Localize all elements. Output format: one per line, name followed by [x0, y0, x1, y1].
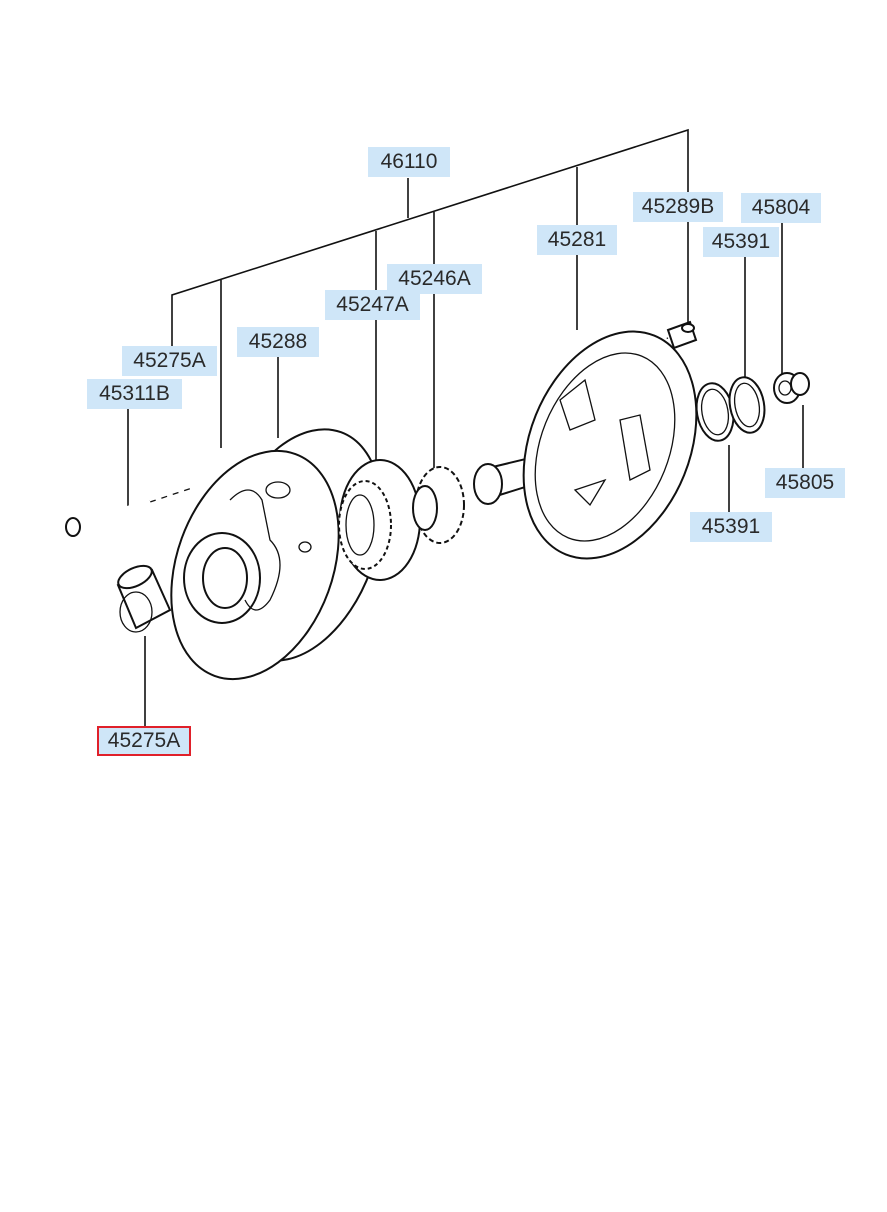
callout-45246a[interactable]: 45246A	[387, 264, 482, 294]
callout-45804[interactable]: 45804	[741, 193, 821, 223]
callout-46110[interactable]: 46110	[368, 147, 450, 177]
inner-gear-45246a	[412, 466, 465, 544]
callout-45281[interactable]: 45281	[537, 225, 617, 255]
pump-body	[170, 428, 383, 681]
callout-45289b[interactable]: 45289B	[633, 192, 723, 222]
bolt-45311b	[65, 498, 151, 537]
callout-45247a[interactable]: 45247A	[325, 290, 420, 320]
stator-plate-45281	[522, 330, 698, 560]
outer-gear-45247a	[338, 459, 421, 581]
callout-45275a-top[interactable]: 45275A	[122, 346, 217, 376]
callout-45391-top[interactable]: 45391	[703, 227, 779, 257]
callout-45391-bottom[interactable]: 45391	[690, 512, 772, 542]
callout-45311b[interactable]: 45311B	[87, 379, 182, 409]
callout-45805[interactable]: 45805	[765, 468, 845, 498]
plug-45804	[773, 372, 810, 404]
callout-45275a-selected[interactable]: 45275A	[97, 726, 191, 756]
callout-45288[interactable]: 45288	[237, 327, 319, 357]
seal-rings-45391	[695, 376, 766, 442]
bushing-45275a	[116, 564, 172, 633]
bolt-45289b	[666, 320, 698, 350]
